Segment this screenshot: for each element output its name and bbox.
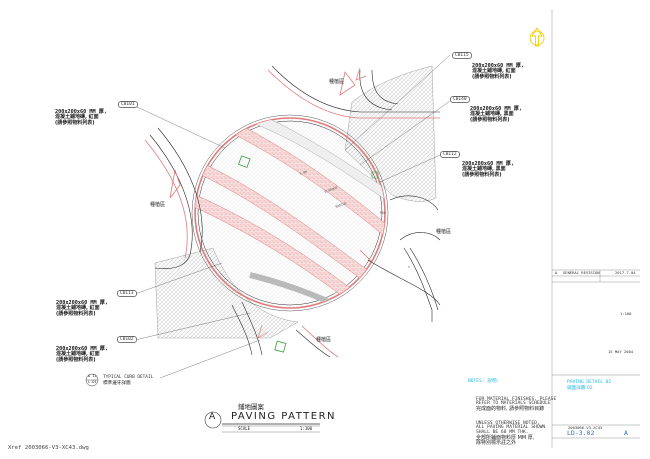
job-number: 2003066-V3-XC43 — [568, 425, 603, 430]
revision-letter: A — [555, 270, 558, 275]
sheet-date: 15 MAY 2004 — [608, 349, 634, 354]
svg-text:5.0m: 5.0m — [299, 170, 308, 176]
xref-file-name: Xref 2003066-V3-XC43.dwg — [8, 445, 89, 451]
callout-cb101-tag: CB101 — [118, 101, 138, 108]
callout-cb112-tag: CB112 — [440, 151, 460, 158]
revision-date: 2017.7.04 — [615, 270, 636, 275]
curb-detail-ref-bottom: L.D1 — [88, 380, 97, 384]
svg-text:±: ± — [408, 265, 410, 269]
callout-cb113-tag: CB113 — [117, 290, 137, 297]
sheet-frame — [551, 10, 640, 448]
svg-text:ECUADOR: ECUADOR — [324, 186, 338, 194]
curb-detail-ref-top: A 12 — [88, 374, 97, 378]
notes-label: NOTES: 說明: — [468, 379, 500, 384]
sheet-scale: 1:100 — [620, 311, 632, 316]
callout-cb102-tag: CB102 — [117, 336, 137, 343]
curb-lines — [149, 65, 441, 358]
title-marker-letter: A — [209, 412, 216, 422]
area-label-2: 種植區 — [150, 202, 166, 208]
callout-cb102-text: 200x200x60 MM 厚,混凝土鋪地磚, 紅面(請參照物料列表) — [56, 345, 109, 363]
svg-text:R50: R50 — [380, 211, 386, 215]
callout-cb140-text: 200x200x60 MM 厚,混凝土鋪地磚, 黑面(請參照物料列表) — [470, 105, 523, 123]
note-2: UNLESS OTHERWISE NOTED,ALL PAVING MATERI… — [476, 420, 546, 447]
curb-detail-cn: 標準邊牙詳圖 — [103, 381, 131, 386]
sheet-title-en: PAVING DETAIL 02 — [567, 380, 612, 385]
area-label-4: 種植區 — [316, 337, 332, 343]
callout-cb113-text: 200x200x60 MM 厚,混凝土鋪地磚, 紅面(請參照物料列表) — [56, 299, 109, 317]
brick-bands — [195, 118, 385, 308]
title-scale-value: 1:100 — [300, 426, 313, 431]
north-arrow-icon — [529, 27, 545, 47]
callout-cb115-tag: CB115 — [452, 52, 472, 59]
area-label-1: 種植區 — [329, 79, 345, 85]
curb-detail-en: TYPICAL CURB DETAIL — [103, 375, 154, 380]
title-en: PAVING PATTERN — [231, 411, 337, 422]
title-marker-circle — [204, 411, 222, 429]
callout-cb112-text: 200x200x60 MM 厚,混凝土鋪地磚, 黑面(請參照物料列表) — [462, 160, 515, 178]
area-label-3: 種植區 — [436, 229, 452, 235]
sheet-title-cn: 鋪面詳圖 02 — [567, 386, 593, 391]
callout-cb140-tag: CB140 — [450, 96, 470, 103]
callout-cb101-text: 200x200x60 MM 厚,混凝土鋪地磚, 紅面(請參照物料列表) — [55, 108, 108, 126]
drawing-revision: A — [624, 429, 628, 437]
drawing-number: LD-3.02 — [567, 429, 595, 437]
title-cn: 鋪地圖案 — [238, 403, 264, 411]
callout-cb115-text: 200x200x60 MM 厚,混凝土鋪地磚, 紅面(請參照物料列表) — [472, 62, 525, 80]
revision-text: GENERAL REVISION — [563, 270, 600, 275]
leader-lines — [134, 54, 451, 379]
title-scale-label: SCALE — [238, 426, 251, 431]
svg-text:RADIUS: RADIUS — [335, 201, 347, 209]
